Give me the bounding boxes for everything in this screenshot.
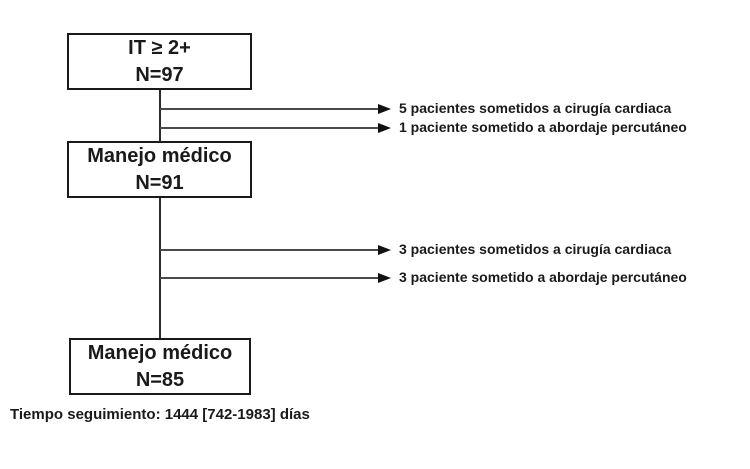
arrow-right-icon xyxy=(378,123,391,133)
flow-box-it2plus-title: IT ≥ 2+ xyxy=(128,36,191,59)
branch-line-3 xyxy=(160,249,379,251)
connector-line-bottom xyxy=(159,198,161,338)
follow-up-time-text: Tiempo seguimiento: 1444 [742-1983] días xyxy=(10,406,310,423)
arrow-right-icon xyxy=(378,245,391,255)
flow-box-manejo-medico-85-title: Manejo médico xyxy=(87,341,233,364)
flow-box-manejo-medico-85-count: N=85 xyxy=(135,368,185,391)
branch-label-2: 1 paciente sometido a abordaje percutáne… xyxy=(399,119,687,135)
flow-box-it2plus: IT ≥ 2+ N=97 xyxy=(67,33,252,90)
arrow-right-icon xyxy=(378,104,391,114)
branch-label-1: 5 pacientes sometidos a cirugía cardiaca xyxy=(399,100,672,116)
branch-line-2 xyxy=(160,127,379,129)
branch-line-4 xyxy=(160,277,379,279)
arrow-right-icon xyxy=(378,273,391,283)
flow-box-it2plus-count: N=97 xyxy=(135,63,184,86)
branch-line-1 xyxy=(160,108,379,110)
flow-box-manejo-medico-91-count: N=91 xyxy=(135,171,184,194)
connector-line-top xyxy=(159,90,161,141)
flow-box-manejo-medico-85: Manejo médico N=85 xyxy=(69,338,251,395)
flow-box-manejo-medico-91: Manejo médico N=91 xyxy=(67,141,252,198)
branch-label-4: 3 paciente sometido a abordaje percutáne… xyxy=(399,269,687,285)
flow-box-manejo-medico-91-title: Manejo médico xyxy=(87,144,232,167)
branch-label-3: 3 pacientes sometidos a cirugía cardiaca xyxy=(399,241,672,257)
